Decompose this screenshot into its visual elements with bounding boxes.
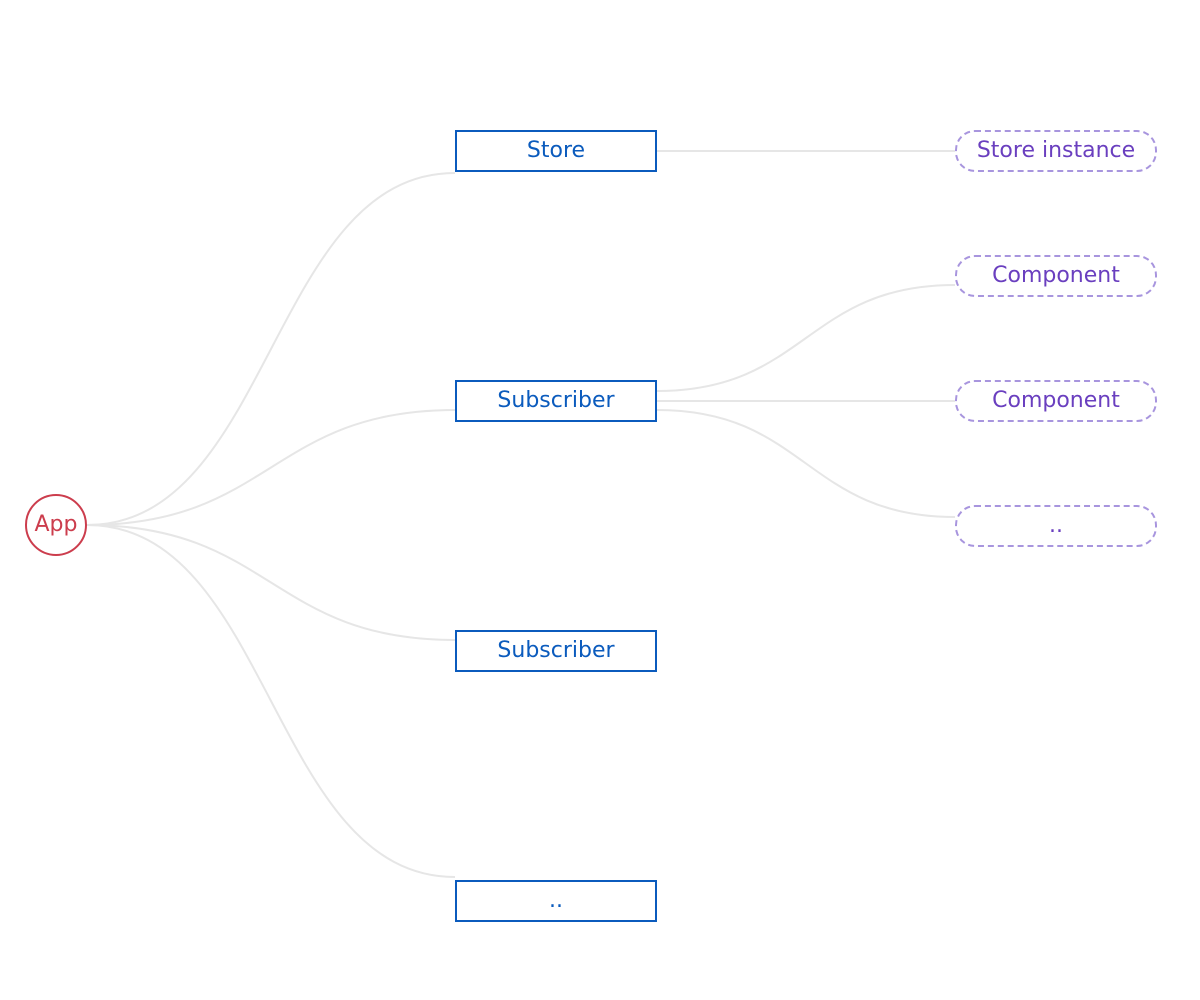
node-subscriber-1[interactable]: Subscriber bbox=[455, 380, 657, 422]
node-subscriber-2[interactable]: Subscriber bbox=[455, 630, 657, 672]
node-more-1-label: .. bbox=[549, 888, 563, 913]
node-app[interactable]: App bbox=[25, 494, 87, 556]
edge-app-subscriber-2 bbox=[86, 524, 456, 641]
edge-subscriber-1-component-1 bbox=[656, 284, 956, 392]
node-component-2-label: Component bbox=[992, 388, 1120, 413]
edge-app-subscriber-1 bbox=[86, 409, 456, 526]
node-component-2[interactable]: Component bbox=[955, 380, 1157, 422]
node-store-instance-label: Store instance bbox=[976, 138, 1136, 163]
node-more-1[interactable]: .. bbox=[455, 880, 657, 922]
node-store[interactable]: Store bbox=[455, 130, 657, 172]
node-subscriber-2-label: Subscriber bbox=[497, 638, 615, 663]
node-store-instance[interactable]: Store instance bbox=[955, 130, 1157, 172]
edge-subscriber-1-more-2 bbox=[656, 409, 956, 518]
node-subscriber-1-label: Subscriber bbox=[497, 388, 615, 413]
node-app-label: App bbox=[34, 512, 78, 537]
edge-app-more-1 bbox=[86, 524, 456, 878]
edge-app-store bbox=[86, 172, 456, 526]
node-component-1[interactable]: Component bbox=[955, 255, 1157, 297]
node-store-label: Store bbox=[526, 138, 586, 163]
node-more-2-label: .. bbox=[1049, 513, 1063, 538]
node-more-2[interactable]: .. bbox=[955, 505, 1157, 547]
node-component-1-label: Component bbox=[992, 263, 1120, 288]
